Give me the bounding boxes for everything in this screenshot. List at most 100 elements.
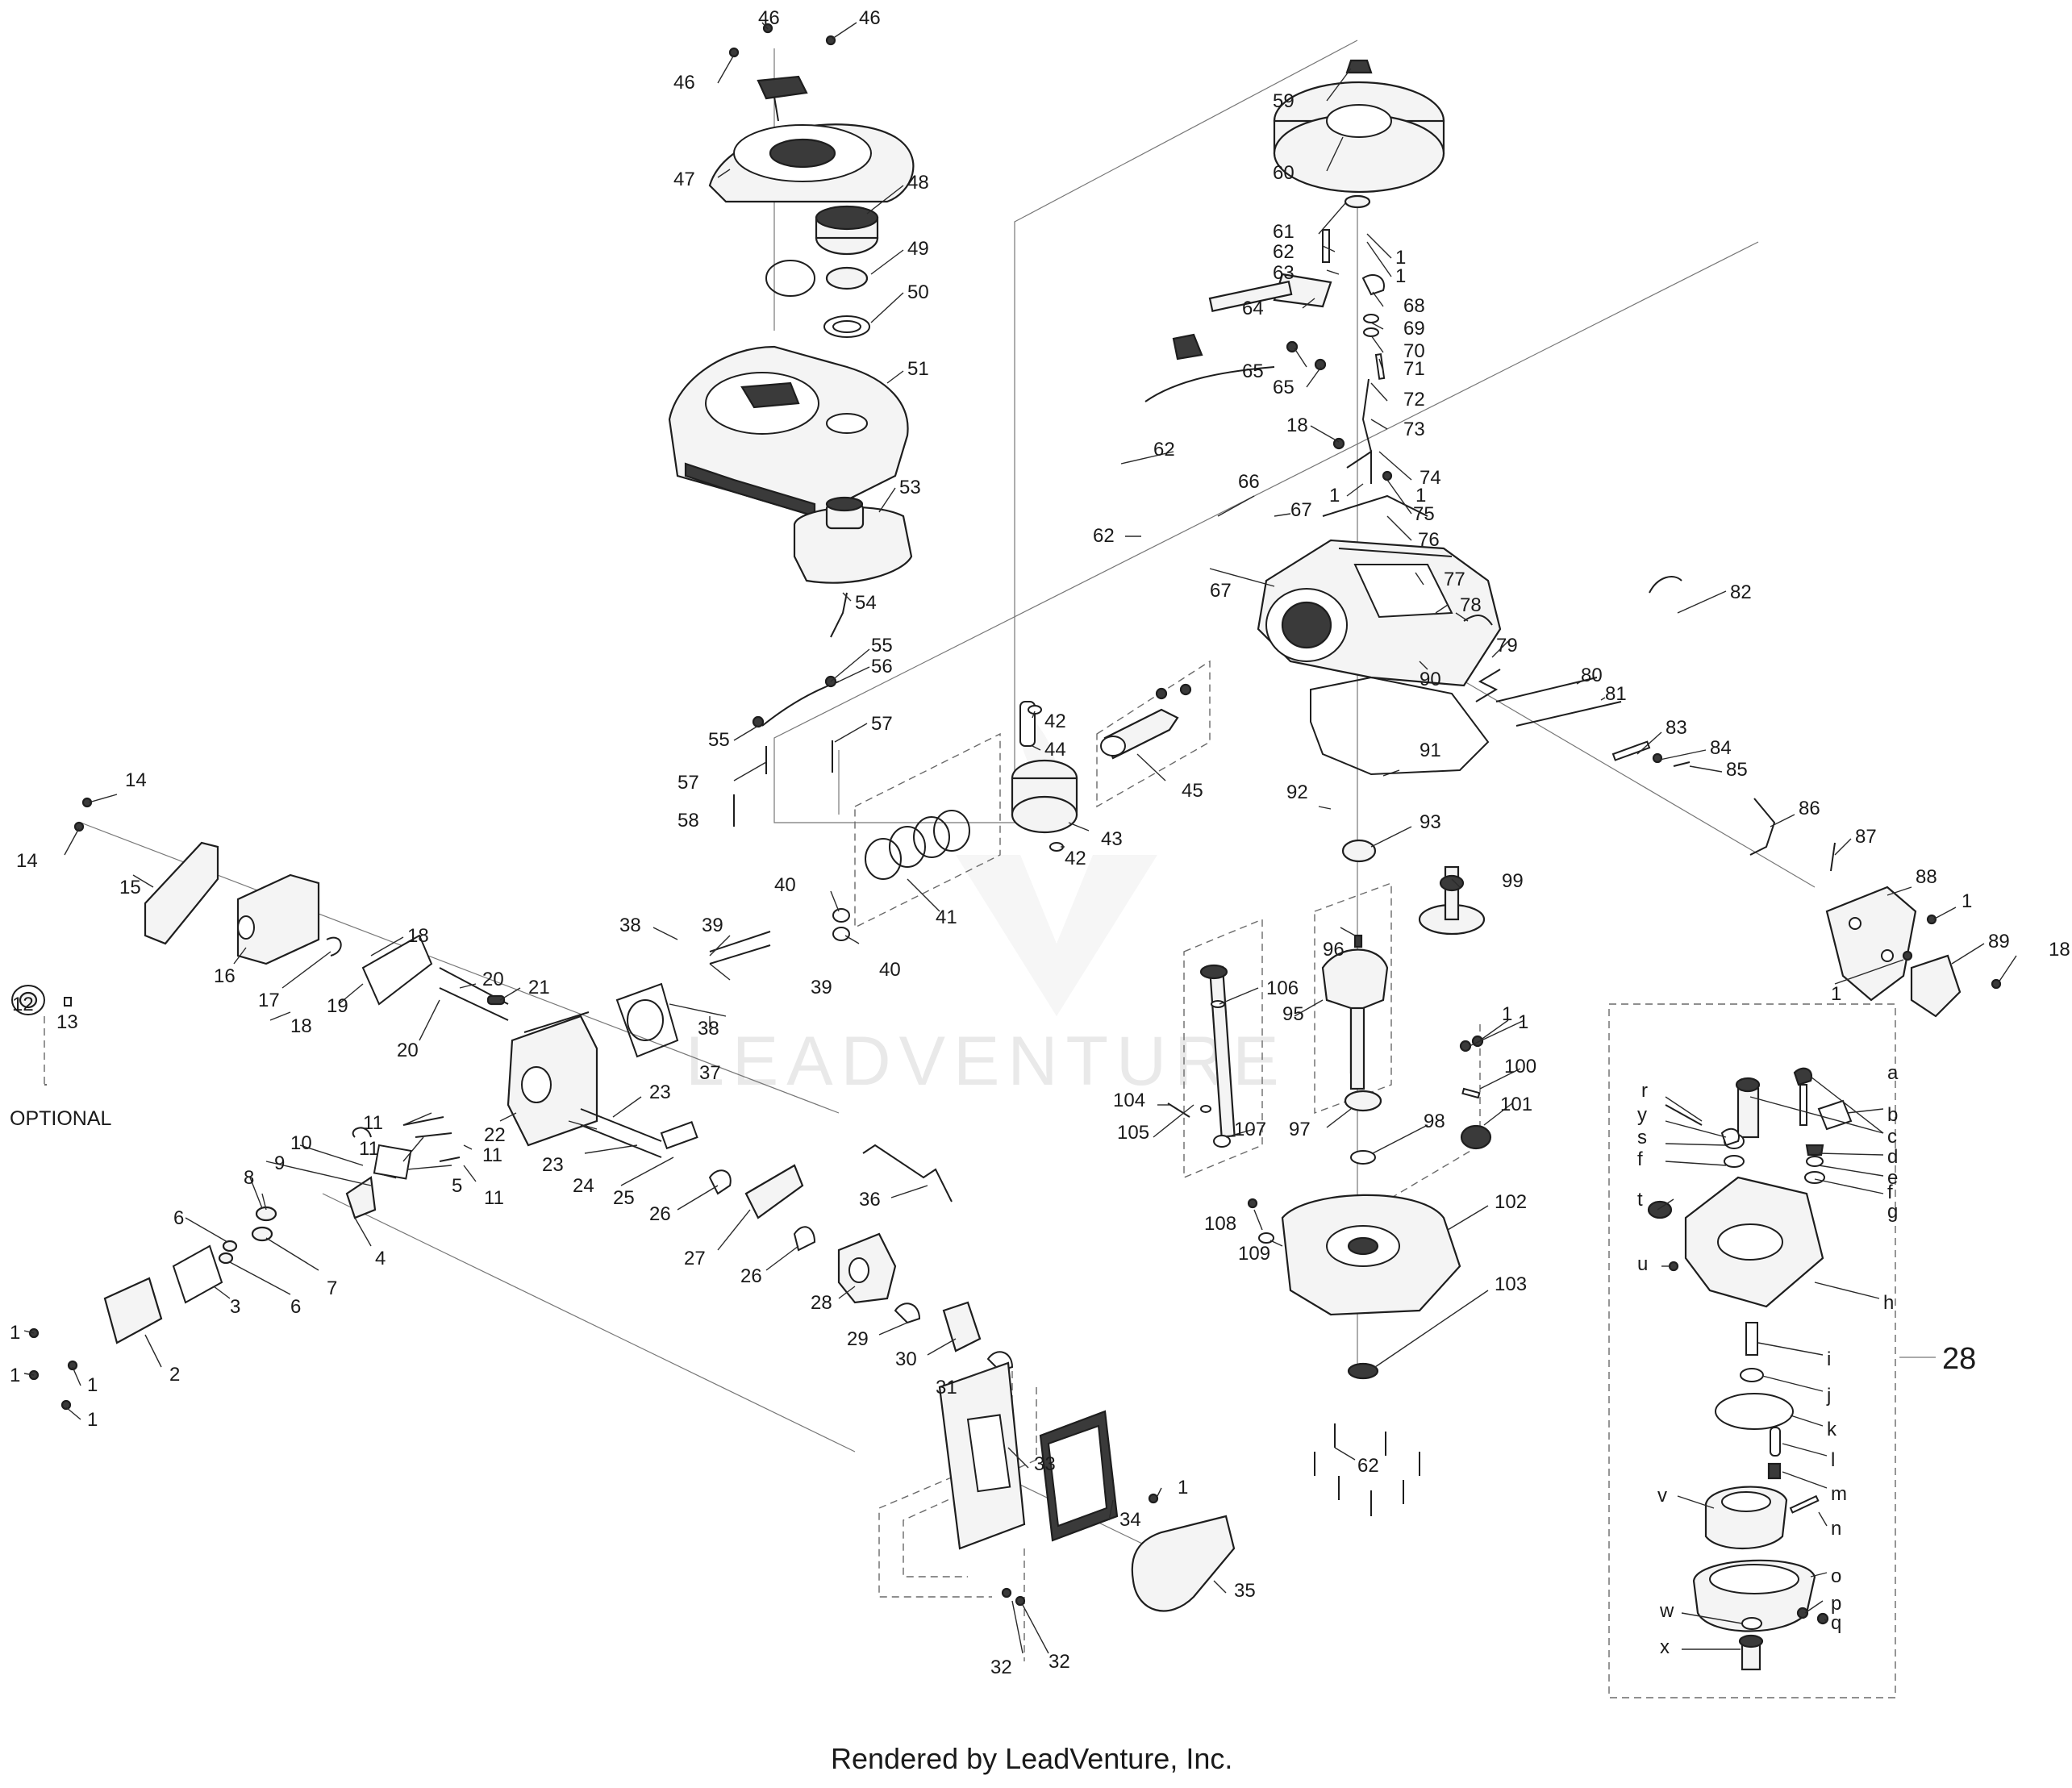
callout-label: 26: [649, 1203, 671, 1225]
callout-label: 55: [708, 729, 730, 751]
callout-label: 4: [375, 1248, 386, 1269]
callout-label: 1: [1395, 265, 1406, 287]
ignition-coil: [1144, 229, 1332, 402]
callout-label: 74: [1420, 467, 1441, 489]
callout-label: 89: [1988, 931, 2010, 952]
callout-label: f: [1887, 1182, 1893, 1203]
callout-label: 34: [1119, 1509, 1141, 1531]
callout-label: 2: [169, 1364, 180, 1386]
callout-label: j: [1826, 1385, 1831, 1407]
callout-label: 71: [1403, 358, 1425, 380]
valve-springs: [218, 1206, 277, 1265]
callout-label: 49: [907, 238, 929, 260]
muffler: [236, 873, 342, 965]
axis-lines: [80, 40, 1816, 1565]
callout-label: 70: [1403, 340, 1425, 362]
callout-label: 12: [12, 994, 34, 1015]
callout-label: n: [1831, 1518, 1841, 1540]
callout-label: 11: [363, 1112, 383, 1134]
callout-label: 57: [677, 772, 699, 794]
muffler-gasket-plate: [361, 934, 433, 1006]
callout-labels: 46 46 46 47 48 49 50 51 53 54 55 56 55 5…: [10, 7, 2070, 1678]
piston: [1011, 701, 1078, 852]
callout-label: 7: [327, 1277, 337, 1299]
callout-label: 43: [1101, 828, 1123, 850]
governor-arm-parts: [1463, 576, 1836, 872]
callout-label: 46: [758, 7, 780, 29]
callout-label: i: [1827, 1348, 1831, 1370]
callout-label: l: [1831, 1449, 1835, 1471]
callout-label: 53: [899, 477, 921, 498]
callout-label: 48: [907, 172, 929, 194]
callout-label: 95: [1282, 1003, 1304, 1025]
callout-label: 19: [327, 995, 348, 1017]
callout-label: 1: [87, 1409, 98, 1431]
callout-label: 24: [573, 1175, 594, 1197]
crankcase-gasket: [1310, 676, 1490, 776]
callout-label: 81: [1605, 683, 1627, 705]
push-rods-valves: [402, 931, 771, 1162]
callout-label: 61: [1273, 221, 1294, 243]
blower-housing: [668, 345, 909, 518]
callout-label: 35: [1234, 1580, 1256, 1602]
callout-label: 38: [698, 1018, 719, 1040]
callout-label: 32: [990, 1657, 1012, 1678]
callout-label: 55: [871, 635, 893, 656]
dipstick: [1167, 964, 1236, 1148]
callout-label: 42: [1044, 711, 1066, 732]
callout-label: 39: [702, 915, 723, 936]
callout-label: 36: [859, 1189, 881, 1211]
callout-label: 97: [1289, 1119, 1311, 1140]
callout-label: 18: [407, 925, 429, 947]
carburetor: [837, 1232, 921, 1324]
optional-spark-arrester: [11, 985, 72, 1015]
recoil-starter: [708, 23, 915, 203]
callout-label: 82: [1730, 581, 1752, 603]
callout-label: 51: [907, 358, 929, 380]
callout-label: 106: [1266, 977, 1299, 999]
callout-label: 40: [879, 959, 901, 981]
air-filter-cover: [1001, 1493, 1236, 1612]
callout-label: p: [1831, 1593, 1841, 1615]
callout-label: 65: [1242, 361, 1264, 382]
starter-pulley: [765, 205, 879, 338]
callout-label: 20: [397, 1040, 419, 1061]
muffler-heat-shield: [73, 797, 219, 945]
callout-label: 6: [290, 1296, 301, 1318]
callout-label: 109: [1238, 1243, 1270, 1265]
callout-label: 9: [274, 1152, 285, 1174]
callout-label: b: [1887, 1104, 1898, 1126]
callout-label: 41: [936, 907, 957, 928]
callout-label: 88: [1916, 866, 1937, 888]
head-gasket: [615, 982, 679, 1058]
governor-gear: [1459, 1035, 1492, 1150]
sump-cover: [1247, 1150, 1461, 1380]
callout-label: 99: [1502, 870, 1524, 892]
callout-label: 108: [1204, 1213, 1236, 1235]
callout-label: 65: [1273, 377, 1294, 398]
callout-label: d: [1887, 1146, 1898, 1168]
callout-label: 86: [1799, 798, 1820, 819]
callout-label: 18: [2049, 939, 2070, 961]
callout-label: 1: [1415, 485, 1426, 506]
callout-label: 75: [1413, 503, 1435, 525]
callout-label: 37: [699, 1062, 721, 1084]
callout-label: 6: [173, 1207, 184, 1229]
callout-label: 56: [871, 656, 893, 677]
rocker-arms: [345, 1127, 412, 1219]
camshaft: [1418, 865, 1486, 936]
callout-label: 62: [1273, 241, 1294, 263]
callout-label: 28: [811, 1292, 832, 1314]
callout-label: 23: [649, 1082, 671, 1103]
callout-label: 31: [936, 1377, 957, 1398]
callout-label: 27: [684, 1248, 706, 1269]
callout-label: 1: [1178, 1477, 1188, 1498]
callout-label: 25: [613, 1187, 635, 1209]
callout-label: 44: [1044, 739, 1066, 761]
callout-label: 11: [484, 1187, 504, 1209]
flywheel: [1273, 59, 1445, 209]
sump-bolts: [1314, 1423, 1420, 1516]
callout-label: 11: [359, 1138, 379, 1160]
callout-label: 50: [907, 281, 929, 303]
callout-label: 67: [1290, 499, 1312, 521]
